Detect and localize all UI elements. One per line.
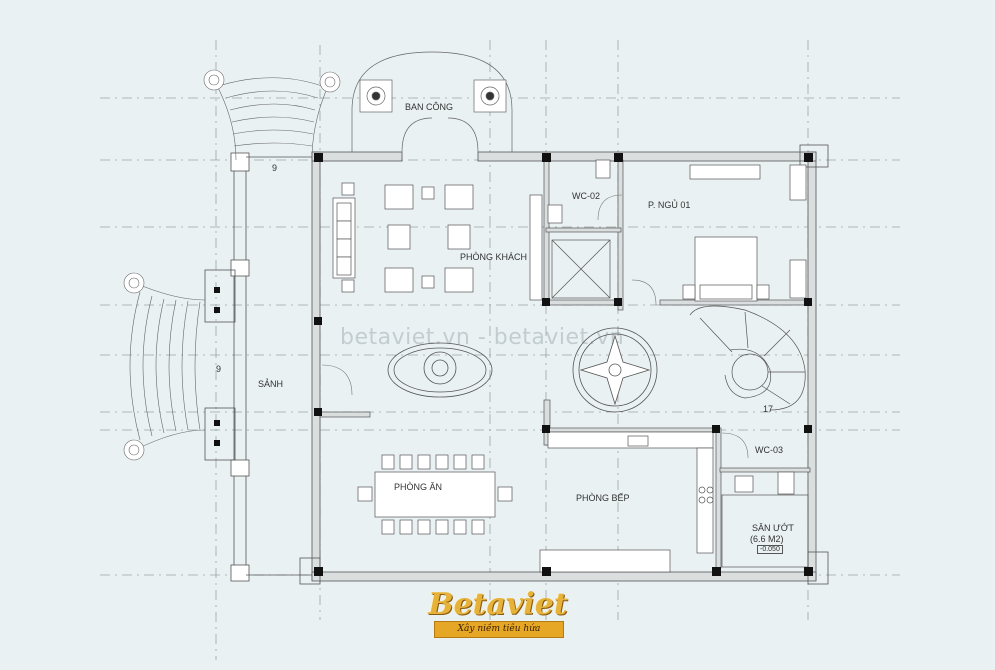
stair-marker-top: 9 — [272, 163, 278, 173]
living-room-furniture — [332, 182, 474, 293]
outer-walls — [299, 144, 829, 585]
bedroom-furniture — [682, 164, 807, 302]
room-label-san-uot-level: -0.050 — [757, 545, 783, 554]
stair-marker-spiral: 17 — [763, 404, 774, 414]
room-label-phong-bep: PHÒNG BẾP — [576, 493, 630, 503]
logo-slogan: Xây niềm tiêu hứa — [434, 621, 564, 638]
room-label-san-uot-area: (6.6 M2) — [750, 534, 784, 544]
dining-table — [357, 454, 513, 535]
room-label-phong-khach: PHÒNG KHÁCH — [460, 252, 528, 262]
room-label-ban-cong: BAN CÔNG — [405, 102, 454, 112]
betaviet-logo: Betaviet Xây niềm tiêu hứa — [428, 588, 568, 638]
wc03-fixtures — [721, 471, 809, 568]
balcony — [351, 51, 513, 153]
door-swings — [321, 194, 749, 459]
watermark-text: betaviet.vn - betaviet.vn — [340, 325, 625, 350]
room-label-san-uot: SÂN ƯỚT — [752, 523, 794, 533]
interior-walls — [319, 159, 811, 569]
structural-columns — [214, 153, 813, 576]
left-curved-stair — [123, 272, 206, 461]
room-label-phong-an: PHÒNG ĂN — [394, 482, 443, 492]
kitchen-counter — [539, 431, 714, 573]
room-label-sanh: SẢNH — [258, 379, 284, 389]
top-curved-stair — [203, 69, 341, 161]
logo-name: Betaviet — [428, 587, 568, 622]
room-label-p-ngu: P. NGỦ 01 — [648, 200, 691, 210]
stair-marker-left: 9 — [216, 364, 222, 374]
spiral-stair — [689, 305, 806, 411]
elevator-shaft — [529, 159, 611, 301]
sanh-terrace — [204, 152, 312, 582]
room-label-wc02: WC-02 — [572, 191, 601, 201]
room-label-wc03: WC-03 — [755, 445, 784, 455]
hall-rugs — [387, 327, 658, 413]
